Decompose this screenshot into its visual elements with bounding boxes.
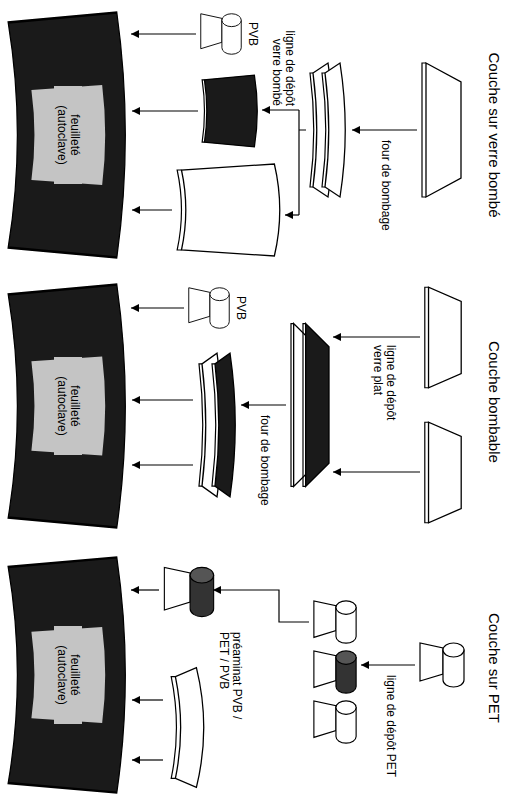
- roll-icon: [186, 285, 232, 331]
- roll-icon: [189, 288, 229, 328]
- node-label: feuilleté (autoclave): [54, 86, 82, 184]
- roll-icon: [161, 562, 217, 622]
- flat-glass: [422, 63, 461, 197]
- autoclave: feuilleté (autoclave): [7, 555, 129, 795]
- roll-icon: [198, 11, 244, 57]
- flow-arrow: [131, 307, 184, 308]
- process-arrow: [132, 759, 163, 760]
- autoclave: feuilleté (autoclave): [7, 10, 129, 260]
- process-arrow: [132, 464, 193, 465]
- roll-icon: [164, 567, 213, 616]
- column-title: Couche sur verre bombé: [486, 20, 503, 250]
- pet-roll: [420, 643, 464, 687]
- process-label: ligne de dépôt PET: [384, 675, 397, 795]
- process-arrow: [333, 471, 420, 472]
- autoclave-outline: [8, 284, 125, 527]
- bent-glass: [171, 668, 204, 788]
- node-label: feuilleté (autoclave): [54, 357, 82, 455]
- node-label: PVB: [246, 8, 259, 60]
- bent-glass: [322, 63, 345, 197]
- autoclave-outline: [8, 13, 125, 258]
- process-label: four de bombage: [258, 415, 271, 525]
- pvb-roll: PVB: [198, 8, 259, 60]
- pvb-roll: [314, 601, 356, 643]
- process-arrow: [132, 110, 198, 111]
- autoclave-band: [31, 356, 105, 455]
- process-arrow: [262, 109, 299, 110]
- bent-glass: [177, 164, 280, 256]
- autoclave-band: [31, 85, 105, 185]
- node-label: PVB: [234, 282, 247, 334]
- pvb-roll: PVB: [186, 282, 247, 334]
- process-label: four de bombage: [379, 140, 392, 250]
- autoclave-band: [31, 627, 105, 723]
- autoclave: feuilleté (autoclave): [7, 282, 129, 530]
- process-arrow: [241, 404, 286, 405]
- flow-arrow: [131, 589, 159, 590]
- coated-flat-glass: [303, 324, 329, 487]
- process-arrow: [132, 209, 172, 210]
- process-arrow: [333, 336, 420, 337]
- autoclave-outline: [8, 557, 125, 792]
- process-arrow: [132, 399, 193, 400]
- coated-bent-glass: [212, 353, 235, 497]
- split-line: [299, 110, 306, 215]
- flow-arrow: [131, 33, 196, 34]
- node-label: préaminat PVB / PET / PVB: [217, 632, 243, 742]
- process-label: ligne de dépôt verre plat: [371, 345, 397, 423]
- process-label: ligne de dépôt verre bombé: [270, 20, 296, 106]
- pvb-roll: [314, 701, 356, 743]
- prelaminate-roll: préaminat PVB / PET / PVB: [161, 560, 261, 750]
- coated-bent-glass: [202, 75, 257, 147]
- node-label: feuilleté (autoclave): [54, 626, 82, 724]
- coated-pet-roll: [314, 651, 356, 693]
- process-arrow: [213, 590, 309, 622]
- process-arrow: [132, 699, 163, 700]
- column-title: Couche sur PET: [486, 553, 503, 783]
- process-arrow: [352, 129, 417, 130]
- process-arrow: [285, 214, 299, 215]
- flat-glass: [425, 422, 461, 523]
- roll-icon: [201, 14, 241, 54]
- flat-glass: [425, 287, 461, 388]
- column-title: Couche bombable: [486, 287, 503, 517]
- process-arrow: [361, 664, 415, 665]
